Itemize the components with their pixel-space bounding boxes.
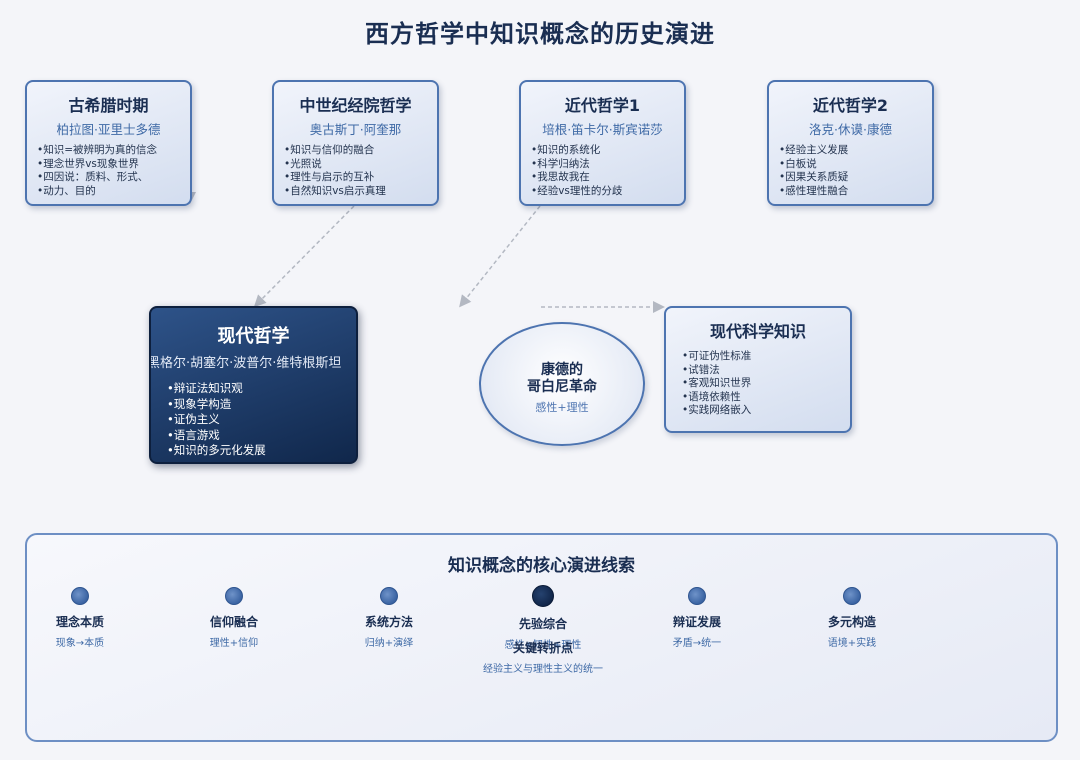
- timeline-node-desc: 现象→本质: [55, 638, 105, 649]
- period-points: 知识与信仰的融合 光照说 理性与启示的互补 自然知识vs启示真理: [274, 144, 437, 198]
- modern-point: 辩证法知识观: [167, 381, 356, 397]
- period-points: 知识=被辨明为真的信念 理念世界vs现象世界 四因说：质料、形式、 动力、目的: [27, 144, 190, 198]
- kant-line-1: 康德的: [541, 362, 583, 378]
- period-philosophers: 奥古斯丁·阿奎那: [309, 122, 402, 137]
- kant-line-2: 哥白尼革命: [527, 379, 597, 395]
- timeline-node: 信仰融合 理性+信仰: [174, 587, 294, 649]
- connector-medieval-modern: [253, 205, 355, 308]
- period-point: 理性与启示的互补: [284, 171, 437, 185]
- period-point: 白板说: [779, 158, 932, 172]
- period-point: 因果关系质疑: [779, 171, 932, 185]
- science-points: 可证伪性标准 试错法 客观知识世界 语境依赖性 实践网络嵌入: [666, 350, 850, 418]
- period-title: 古希腊时期: [68, 96, 149, 115]
- modern-point: 现象学构造: [167, 397, 356, 413]
- science-point: 试错法: [682, 364, 850, 378]
- page-title: 西方哲学中知识概念的历史演进: [365, 20, 715, 48]
- period-point: 知识与信仰的融合: [284, 144, 437, 158]
- key-turning-point-title: 关键转折点: [512, 641, 573, 655]
- period-point: 我思故我在: [531, 171, 684, 185]
- timeline-node-key: 先验综合 感性+知性+理性: [483, 585, 603, 651]
- science-point: 实践网络嵌入: [682, 404, 850, 418]
- period-card-ancient-greece: 古希腊时期 柏拉图·亚里士多德 知识=被辨明为真的信念 理念世界vs现象世界 四…: [25, 80, 192, 206]
- timeline-dot: [688, 587, 706, 605]
- modern-philosophers: 黑格尔·胡塞尔·波普尔·维特根斯坦: [149, 356, 342, 371]
- kant-revolution-node: 康德的 哥白尼革命 感性+理性: [479, 322, 645, 446]
- modern-point: 知识的多元化发展: [167, 443, 356, 459]
- science-title: 现代科学知识: [709, 322, 806, 341]
- period-philosophers: 洛克·休谟·康德: [809, 122, 892, 137]
- timeline-node-name: 辩证发展: [672, 615, 721, 629]
- period-points: 知识的系统化 科学归纳法 我思故我在 经验vs理性的分歧: [521, 144, 684, 198]
- timeline-node-name: 多元构造: [827, 615, 876, 629]
- period-point: 经验主义发展: [779, 144, 932, 158]
- timeline-node-desc: 矛盾→统一: [672, 638, 722, 649]
- period-point: 光照说: [284, 158, 437, 172]
- modern-science-card: 现代科学知识 可证伪性标准 试错法 客观知识世界 语境依赖性 实践网络嵌入: [664, 306, 852, 433]
- period-card-medieval: 中世纪经院哲学 奥古斯丁·阿奎那 知识与信仰的融合 光照说 理性与启示的互补 自…: [272, 80, 439, 206]
- kant-line-3: 感性+理性: [535, 401, 589, 414]
- timeline-key-dot: [532, 585, 554, 607]
- connector-early-modern-kant: [459, 205, 541, 308]
- timeline-node-desc: 归纳+演绎: [364, 638, 414, 649]
- timeline-node-desc: 理性+信仰: [209, 638, 259, 649]
- timeline-dot: [843, 587, 861, 605]
- modern-points: 辩证法知识观 现象学构造 证伪主义 语言游戏 知识的多元化发展: [151, 381, 356, 459]
- timeline-node-desc: 感性+知性+理性: [504, 640, 582, 651]
- science-point: 客观知识世界: [682, 377, 850, 391]
- period-point: 经验vs理性的分歧: [531, 185, 684, 199]
- period-philosophers: 培根·笛卡尔·斯宾诺莎: [542, 122, 663, 137]
- key-turning-point: 关键转折点 经验主义与理性主义的统一: [463, 639, 623, 675]
- period-point: 感性理性融合: [779, 185, 932, 199]
- evolution-timeline-panel: 知识概念的核心演进线索 理念本质 现象→本质 信仰融合 理性+信仰 系统方法 归…: [25, 533, 1058, 742]
- timeline-node-name: 系统方法: [364, 615, 413, 629]
- period-point: 动力、目的: [37, 185, 190, 199]
- modern-point: 证伪主义: [167, 412, 356, 428]
- period-philosophers: 柏拉图·亚里士多德: [56, 122, 161, 137]
- period-points: 经验主义发展 白板说 因果关系质疑 感性理性融合: [769, 144, 932, 198]
- period-point: 自然知识vs启示真理: [284, 185, 437, 199]
- period-card-early-modern: 近代哲学1 培根·笛卡尔·斯宾诺莎 知识的系统化 科学归纳法 我思故我在 经验v…: [519, 80, 686, 206]
- timeline-node: 理念本质 现象→本质: [20, 587, 140, 649]
- period-point: 知识=被辨明为真的信念: [37, 144, 190, 158]
- period-point: 四因说：质料、形式、: [37, 171, 190, 185]
- timeline-title: 知识概念的核心演进线索: [448, 556, 635, 576]
- timeline-node-name: 信仰融合: [209, 615, 258, 629]
- period-card-late-modern: 近代哲学2 洛克·休谟·康德 经验主义发展 白板说 因果关系质疑 感性理性融合: [767, 80, 934, 206]
- timeline-node-desc: 语境+实践: [827, 638, 877, 649]
- modern-title: 现代哲学: [217, 326, 290, 347]
- timeline-node: 系统方法 归纳+演绎: [329, 587, 449, 649]
- timeline-dot: [225, 587, 243, 605]
- period-title: 中世纪经院哲学: [299, 96, 412, 115]
- timeline-node: 辩证发展 矛盾→统一: [637, 587, 757, 649]
- period-title: 近代哲学1: [564, 96, 641, 115]
- period-point: 理念世界vs现象世界: [37, 158, 190, 172]
- modern-philosophy-card: 现代哲学 黑格尔·胡塞尔·波普尔·维特根斯坦 辩证法知识观 现象学构造 证伪主义…: [149, 306, 358, 464]
- timeline-dot: [380, 587, 398, 605]
- timeline-node: 多元构造 语境+实践: [792, 587, 912, 649]
- key-turning-point-desc: 经验主义与理性主义的统一: [483, 664, 603, 675]
- period-point: 科学归纳法: [531, 158, 684, 172]
- period-point: 知识的系统化: [531, 144, 684, 158]
- timeline-node-name: 先验综合: [518, 617, 567, 631]
- timeline-dot: [71, 587, 89, 605]
- science-point: 可证伪性标准: [682, 350, 850, 364]
- science-point: 语境依赖性: [682, 391, 850, 405]
- timeline-node-name: 理念本质: [55, 615, 104, 629]
- period-title: 近代哲学2: [812, 96, 889, 115]
- modern-point: 语言游戏: [167, 428, 356, 444]
